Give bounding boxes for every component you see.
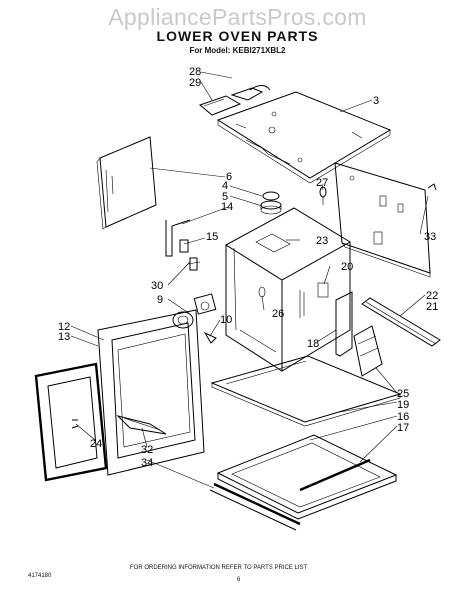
- light-socket-part: [172, 293, 217, 329]
- callout-24: 24: [90, 438, 102, 450]
- oven-rack-part: [210, 355, 402, 427]
- callout-26: 26: [272, 308, 284, 320]
- callout-29: 29: [189, 77, 201, 89]
- callout-13: 13: [58, 331, 70, 343]
- callout-21: 21: [426, 301, 438, 313]
- model-line: For Model: KEBI271XBL2: [189, 46, 286, 55]
- rear-bracket-part: [335, 291, 383, 377]
- footer-note: FOR ORDERING INFORMATION REFER TO PARTS …: [130, 565, 308, 571]
- watermark: AppliancePartsPros.com: [108, 4, 367, 30]
- callout-19: 19: [397, 399, 409, 411]
- page-number: 6: [237, 577, 241, 583]
- vent-trim-part: [116, 415, 167, 435]
- fastener-part: [319, 186, 327, 205]
- callout-9: 9: [157, 294, 163, 306]
- callout-15: 15: [206, 231, 218, 243]
- callout-22: 22: [426, 290, 438, 302]
- broil-pan-part: [216, 434, 398, 520]
- callout-33: 33: [424, 231, 436, 243]
- callout-18: 18: [307, 338, 319, 350]
- right-side-panel-part: [334, 162, 437, 278]
- vent-duct-part: [198, 85, 271, 116]
- callout-34: 34: [141, 457, 153, 469]
- oven-cavity-part: [225, 207, 351, 372]
- callout-30: 30: [151, 280, 163, 292]
- door-frame-part: [97, 309, 205, 476]
- callout-20: 20: [341, 261, 353, 273]
- lead-lines: [70, 71, 429, 489]
- sensor-part: [203, 331, 217, 344]
- top-panel-part: [216, 91, 392, 184]
- callout-6: 6: [226, 171, 232, 183]
- callout-17: 17: [397, 422, 409, 434]
- footer-code: 4174180: [28, 573, 52, 579]
- drawer-trim-part: [209, 482, 301, 531]
- callout-23: 23: [316, 235, 328, 247]
- page-title: LOWER OVEN PARTS: [156, 28, 319, 44]
- callout-32: 32: [141, 444, 153, 456]
- left-side-panel-part: [96, 136, 157, 230]
- side-rail-part: [361, 297, 441, 347]
- callout-5: 5: [222, 191, 228, 203]
- insulation-part: [260, 191, 282, 215]
- callout-27: 27: [316, 177, 328, 189]
- door-gasket-part: [34, 362, 108, 482]
- callout-25: 25: [397, 388, 409, 400]
- small-bracket-part: [179, 239, 189, 253]
- callout-28: 28: [189, 66, 201, 78]
- callout-4: 4: [222, 180, 228, 192]
- callout-3: 3: [373, 95, 379, 107]
- callout-10: 10: [220, 314, 232, 326]
- element-clip-part: [187, 257, 201, 271]
- callout-14: 14: [221, 201, 233, 213]
- bracket-part: [165, 219, 191, 257]
- callout-12: 12: [58, 321, 70, 333]
- callout-16: 16: [397, 411, 409, 423]
